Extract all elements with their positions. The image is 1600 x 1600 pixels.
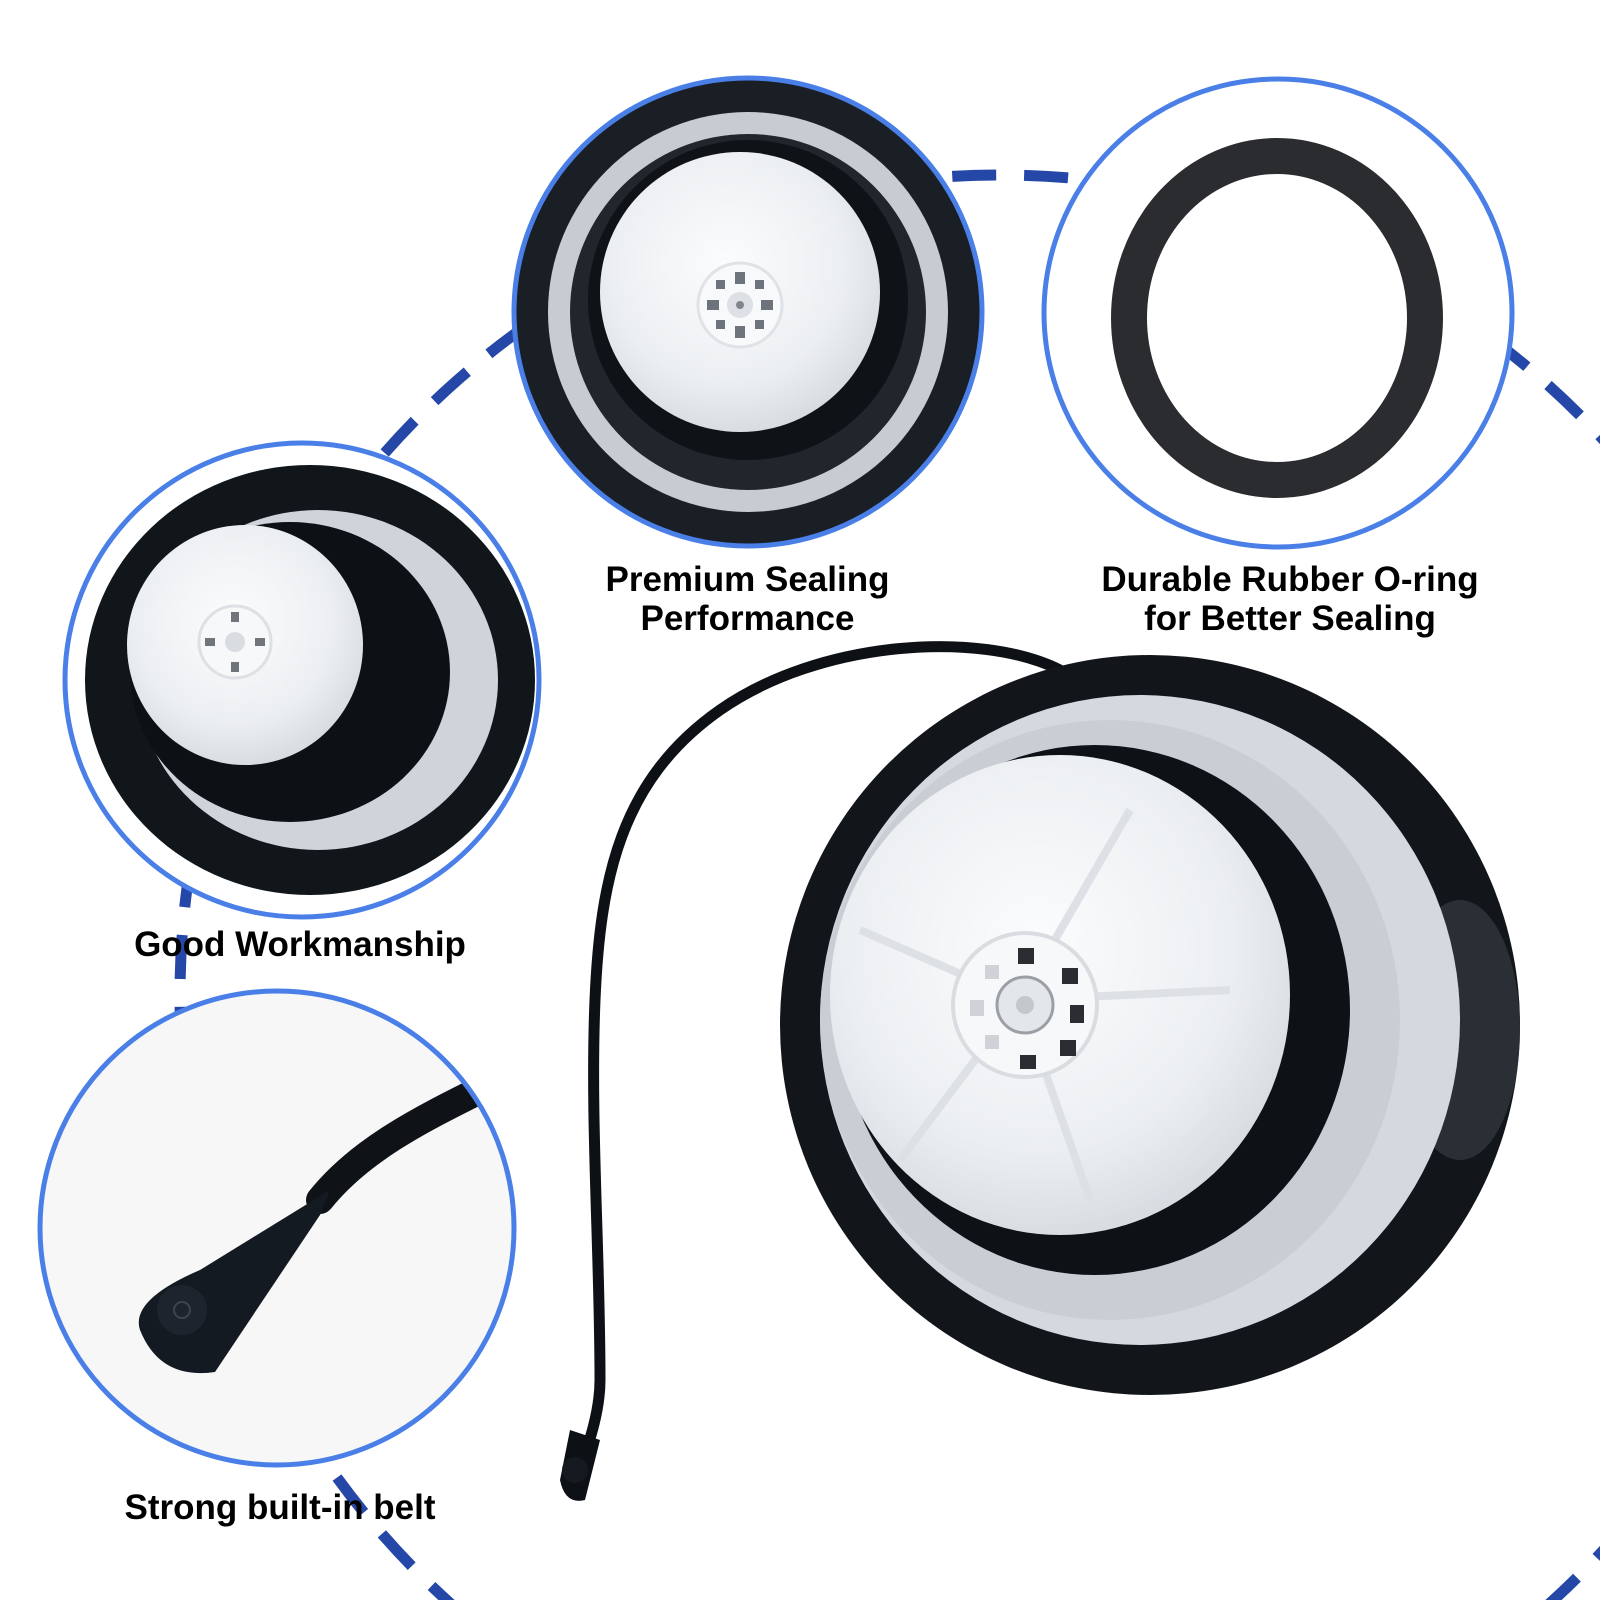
feature-label-belt: Strong built-in belt bbox=[124, 1488, 436, 1527]
sealing-label-line1: Premium Sealing bbox=[605, 560, 890, 599]
feature-label-oring: Durable Rubber O-ring for Better Sealing bbox=[1060, 560, 1520, 638]
sealing-closeup-image bbox=[514, 78, 982, 546]
oring-label-line2: for Better Sealing bbox=[1144, 599, 1436, 638]
workmanship-closeup-image bbox=[65, 443, 539, 917]
feature-label-workmanship: Good Workmanship bbox=[134, 925, 466, 964]
belt-closeup-image bbox=[40, 991, 514, 1465]
sealing-label-line2: Performance bbox=[640, 599, 855, 638]
main-fuel-cap-image bbox=[560, 641, 1520, 1501]
oring-image bbox=[1044, 79, 1512, 547]
oring-label-line1: Durable Rubber O-ring bbox=[1101, 560, 1479, 599]
feature-label-sealing: Premium Sealing Performance bbox=[560, 560, 935, 638]
